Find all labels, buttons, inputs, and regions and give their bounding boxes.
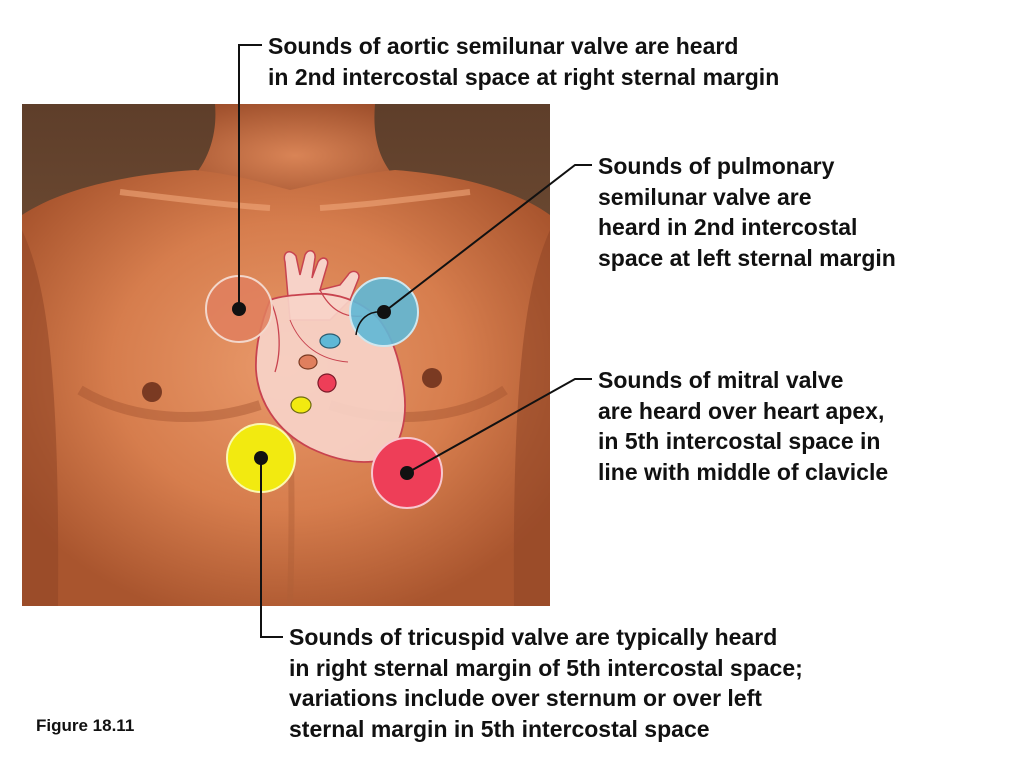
pectoral-left-shadow [77,385,262,422]
clavicle-left [119,189,271,211]
area-dots [232,302,414,480]
aortic-dot [232,302,246,316]
pulmonary-valve-icon [319,333,341,349]
aortic-label-line: Sounds of aortic semilunar valve are hea… [268,33,739,59]
mitral-valve-icon [317,373,337,393]
pulmonary-label-line: Sounds of pulmonary [598,153,835,179]
clavicle-right [319,189,471,211]
mitral-label-line: Sounds of mitral valve [598,367,844,393]
mitral-dot [400,466,414,480]
tricuspid-valve-icon [290,396,312,414]
aortic-valve-icon [298,354,318,370]
pulmonary-valve-label: Sounds of pulmonary semilunar valve are … [598,151,896,273]
tricuspid-leader-line [260,458,283,638]
tricuspid-dot [254,451,268,465]
figure-caption: Figure 18.11 [36,716,135,735]
nipple-right [142,382,162,402]
pulmonary-label-line: heard in 2nd intercostal [598,214,858,240]
tricuspid-label-line: in right sternal margin of 5th intercost… [289,654,803,681]
aortic-label-line: in 2nd intercostal space at right sterna… [268,63,780,90]
nipple-left [422,368,442,388]
tricuspid-valve-label: Sounds of tricuspid valve are typically … [289,622,803,744]
pulmonary-leader-line [383,164,592,313]
heart-contour-3 [289,319,349,363]
tricuspid-label-line: variations include over sternum or over … [289,685,762,711]
neck [180,104,410,190]
pulmonary-dot [377,305,391,319]
mitral-valve-label: Sounds of mitral valve are heard over he… [598,365,888,487]
mitral-label-line: in 5th intercostal space in [598,428,881,454]
mitral-label-line: line with middle of clavicle [598,458,889,485]
pulmonary-label-line: space at left sternal margin [598,244,896,271]
right-arm-shadow [513,230,550,606]
left-arm-shadow [22,230,59,606]
aortic-leader-line [238,44,262,309]
pulmonary-label-line: semilunar valve are [598,183,812,210]
mitral-label-line: are heard over heart apex, [598,397,885,424]
mitral-leader-line [406,378,592,474]
tricuspid-label-line: sternal margin in 5th intercostal space [289,715,710,742]
leader-lines [238,44,592,638]
aortic-valve-label: Sounds of aortic semilunar valve are hea… [268,31,779,92]
tricuspid-label-line: Sounds of tricuspid valve are typically … [289,624,778,650]
